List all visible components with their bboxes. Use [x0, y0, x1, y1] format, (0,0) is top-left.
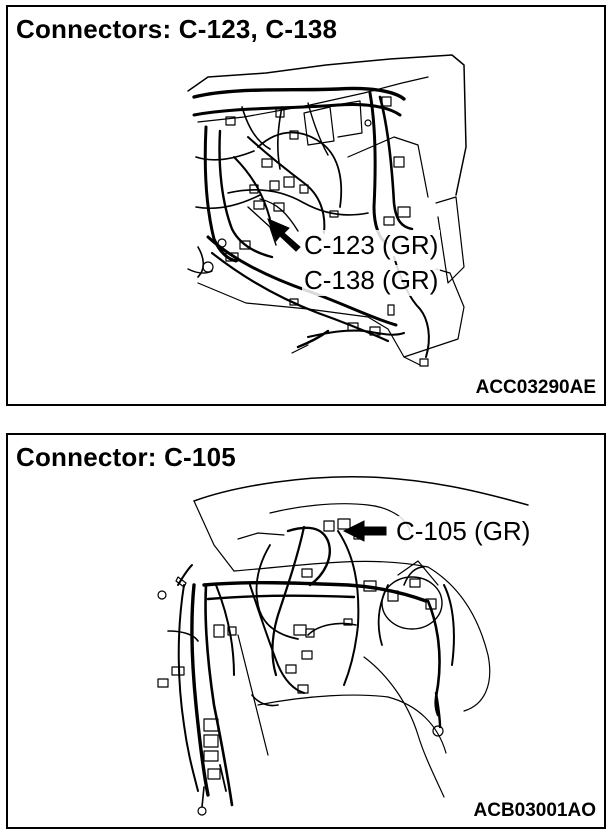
connector-callout-c123: C-123 (GR): [302, 230, 441, 261]
pointer-arrow-c105: [342, 520, 387, 542]
connector-callout-c138: C-138 (GR): [302, 265, 441, 296]
pointer-arrow-c123: [267, 218, 301, 252]
wiring-harness-illustration: [157, 476, 529, 816]
diagram-panel-top: Connectors: C-123, C-138: [6, 5, 606, 406]
diagram-panel-bottom: Connector: C-105: [6, 433, 606, 829]
wiring-harness-illustration: [187, 54, 467, 367]
connector-callout-c105: C-105 (GR): [394, 516, 533, 547]
figure-code: ACB03001AO: [473, 800, 597, 821]
figure-code: ACC03290AE: [475, 377, 596, 398]
panel-title: Connector: C-105: [16, 442, 236, 472]
panel-title: Connectors: C-123, C-138: [16, 14, 338, 44]
